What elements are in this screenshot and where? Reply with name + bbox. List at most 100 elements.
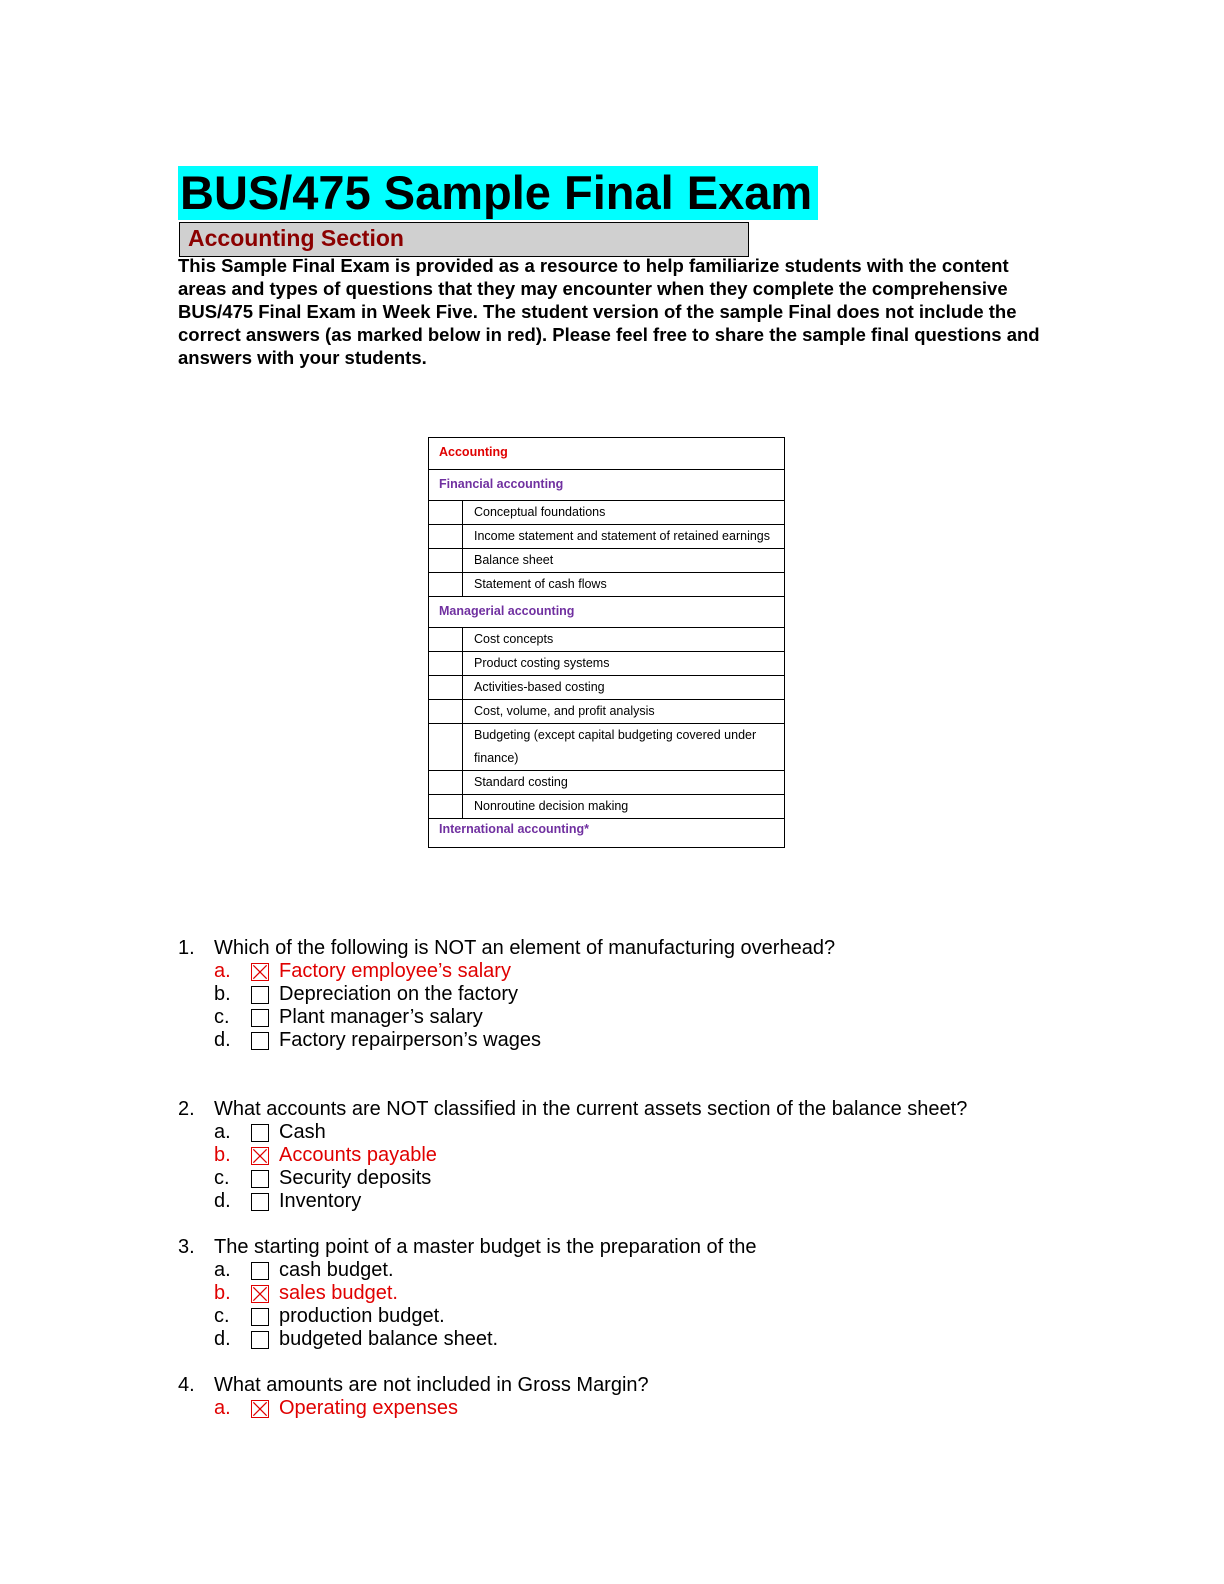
question-4: 4.What amounts are not included in Gross… — [178, 1374, 1078, 1420]
answer-option[interactable]: c. Plant manager’s salary — [178, 1006, 1078, 1029]
outline-item: Standard costing — [462, 770, 785, 795]
option-letter: a. — [214, 960, 231, 982]
answer-option[interactable]: a.Factory employee’s salary — [178, 960, 1078, 983]
outline-item-row: Budgeting (except capital budgeting cove… — [428, 723, 785, 771]
outline-item: Nonroutine decision making — [462, 794, 785, 819]
outline-item-row: Balance sheet — [428, 548, 785, 573]
answer-option[interactable]: c.production budget. — [178, 1305, 1078, 1328]
question-text: What amounts are not included in Gross M… — [214, 1374, 649, 1396]
outline-item: Product costing systems — [462, 651, 785, 676]
question-number: 2. — [178, 1098, 195, 1120]
outline-item: Statement of cash flows — [462, 572, 785, 597]
checkbox[interactable] — [251, 1307, 269, 1326]
outline-item-indent — [428, 794, 463, 819]
option-letter: c. — [214, 1006, 230, 1028]
option-text: Inventory — [279, 1190, 362, 1212]
outline-item: Income statement and statement of retain… — [462, 524, 785, 549]
question-3: 3.The starting point of a master budget … — [178, 1236, 1078, 1351]
option-text: budgeted balance sheet. — [279, 1328, 499, 1350]
answer-option[interactable]: d.Factory repairperson’s wages — [178, 1029, 1078, 1052]
answer-option[interactable]: d. budgeted balance sheet. — [178, 1328, 1078, 1351]
outline-category-row: International accounting* — [428, 818, 785, 848]
outline-topic-row: Accounting — [428, 437, 785, 470]
outline-item: Cost concepts — [462, 627, 785, 652]
option-text: Plant manager’s salary — [279, 1006, 483, 1028]
checkbox[interactable] — [251, 1192, 269, 1211]
checkbox[interactable] — [251, 1123, 269, 1142]
checkbox[interactable] — [251, 985, 269, 1004]
checked-checkbox[interactable] — [251, 1399, 269, 1418]
outline-item-row: Product costing systems — [428, 651, 785, 676]
outline-item: Balance sheet — [462, 548, 785, 573]
outline-item-row: Cost concepts — [428, 627, 785, 652]
outline-category-row: Managerial accounting — [428, 596, 785, 628]
option-text: production budget. — [279, 1305, 445, 1327]
answer-option[interactable]: b. sales budget. — [178, 1282, 1078, 1305]
x-mark-icon — [252, 964, 268, 979]
option-text: Operating expenses — [279, 1397, 459, 1419]
outline-item-indent — [428, 627, 463, 652]
page-title: BUS/475 Sample Final Exam — [178, 166, 818, 220]
checkbox[interactable] — [251, 1008, 269, 1027]
outline-item-indent — [428, 548, 463, 573]
option-text: Factory repairperson’s wages — [279, 1029, 541, 1051]
answer-option[interactable]: a. Operating expenses — [178, 1397, 1078, 1420]
question-text: The starting point of a master budget is… — [214, 1236, 757, 1258]
outline-item: Conceptual foundations — [462, 500, 785, 525]
outline-item-indent — [428, 572, 463, 597]
question-stem: 2.What accounts are NOT classified in th… — [178, 1098, 1078, 1121]
outline-item: Cost, volume, and profit analysis — [462, 699, 785, 724]
outline-category-row: Financial accounting — [428, 469, 785, 501]
x-mark-icon — [252, 1286, 268, 1301]
question-stem: 3.The starting point of a master budget … — [178, 1236, 1078, 1259]
option-text: Depreciation on the factory — [279, 983, 519, 1005]
answer-option[interactable]: c.Security deposits — [178, 1167, 1078, 1190]
question-stem: 4.What amounts are not included in Gross… — [178, 1374, 1078, 1397]
outline-category: International accounting* — [428, 818, 785, 848]
section-heading: Accounting Section — [179, 222, 749, 257]
question-list: 1. Which of the following is NOT an eleme… — [178, 937, 1078, 1420]
answer-option[interactable]: b. Depreciation on the factory — [178, 983, 1078, 1006]
outline-item-row: Statement of cash flows — [428, 572, 785, 597]
outline-item-row: Nonroutine decision making — [428, 794, 785, 819]
option-letter: b. — [214, 1282, 231, 1304]
answer-option[interactable]: a. cash budget. — [178, 1259, 1078, 1282]
outline-item-indent — [428, 500, 463, 525]
option-letter: b. — [214, 983, 231, 1005]
option-letter: d. — [214, 1328, 231, 1350]
outline-item-indent — [428, 699, 463, 724]
answer-option[interactable]: b. Accounts payable — [178, 1144, 1078, 1167]
checked-checkbox[interactable] — [251, 1284, 269, 1303]
outline-category: Managerial accounting — [428, 596, 785, 628]
outline-category: Financial accounting — [428, 469, 785, 501]
checkbox[interactable] — [251, 1261, 269, 1280]
option-text: cash budget. — [279, 1259, 394, 1281]
checked-checkbox[interactable] — [251, 962, 269, 981]
checkbox[interactable] — [251, 1169, 269, 1188]
checkbox[interactable] — [251, 1031, 269, 1050]
option-letter: a. — [214, 1259, 231, 1281]
checked-checkbox[interactable] — [251, 1146, 269, 1165]
option-text: Cash — [279, 1121, 326, 1143]
outline-item-row: Conceptual foundations — [428, 500, 785, 525]
option-text: sales budget. — [279, 1282, 398, 1304]
option-letter: c. — [214, 1167, 230, 1189]
answer-option[interactable]: a. Cash — [178, 1121, 1078, 1144]
checkbox[interactable] — [251, 1330, 269, 1349]
outline-item-row: Standard costing — [428, 770, 785, 795]
option-letter: b. — [214, 1144, 231, 1166]
outline-item: Activities-based costing — [462, 675, 785, 700]
outline-item-row: Activities-based costing — [428, 675, 785, 700]
question-1: 1. Which of the following is NOT an eleme… — [178, 937, 1078, 1052]
option-letter: a. — [214, 1121, 231, 1143]
question-number: 1. — [178, 937, 195, 959]
outline-item-row: Income statement and statement of retain… — [428, 524, 785, 549]
option-letter: a. — [214, 1397, 231, 1419]
outline-item-indent — [428, 723, 463, 771]
option-text: Accounts payable — [279, 1144, 437, 1166]
outline-item-indent — [428, 675, 463, 700]
question-text: Which of the following is NOT an element… — [214, 937, 836, 959]
x-mark-icon — [252, 1148, 268, 1163]
answer-option[interactable]: d.Inventory — [178, 1190, 1078, 1213]
